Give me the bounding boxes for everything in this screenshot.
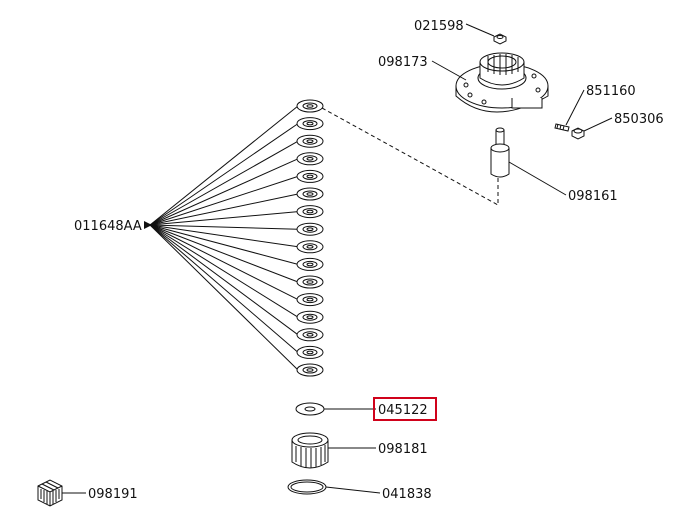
leader-line [149,193,299,226]
washer-011648AA[interactable] [296,310,324,324]
highlight-box-045122 [373,397,437,421]
leader-line [149,224,299,336]
leader-line [149,224,299,230]
leader-850306 [583,117,613,132]
leader-021598 [465,23,495,37]
washer-011648AA[interactable] [296,257,324,271]
washer-045122[interactable] [295,402,325,416]
leader-line [149,211,299,226]
leader-line [149,175,299,226]
washer-011648AA[interactable] [296,187,324,201]
washer-stack [296,99,324,377]
label-850306[interactable]: 850306 [614,112,664,127]
label-045122[interactable]: 045122 [378,403,428,418]
washer-011648AA[interactable] [296,275,324,289]
washer-011648AA[interactable] [296,99,324,113]
shaft-098161[interactable] [490,127,510,178]
nut-021598[interactable] [493,33,507,45]
washer-011648AA[interactable] [296,205,324,219]
washer-011648AA[interactable] [296,152,324,166]
leader-line [149,158,299,226]
leader-098161 [508,161,567,196]
label-098191[interactable]: 098191 [88,487,138,502]
leader-line [149,224,299,318]
leader-line [149,105,299,226]
o-ring-041838[interactable] [287,479,327,495]
washer-011648AA[interactable] [296,222,324,236]
screw-851160[interactable] [554,123,570,132]
leader-041838 [325,486,381,494]
washer-011648AA[interactable] [296,328,324,342]
washer-011648AA[interactable] [296,293,324,307]
label-098161[interactable]: 098161 [568,189,618,204]
leader-fan-011648AA [144,105,299,371]
flange-098173[interactable] [455,52,549,113]
label-098181[interactable]: 098181 [378,442,428,457]
label-021598[interactable]: 021598 [414,19,464,34]
label-011648AA[interactable]: 011648AA [74,219,142,234]
washer-011648AA[interactable] [296,117,324,131]
screw-850306[interactable] [571,127,585,140]
label-098173[interactable]: 098173 [378,55,428,70]
washer-011648AA[interactable] [296,134,324,148]
leader-line [149,224,299,265]
leader-line [149,123,299,226]
leader-line [149,224,299,283]
washer-011648AA[interactable] [296,345,324,359]
leader-line [149,224,299,248]
leader-851160 [565,89,585,126]
label-851160[interactable]: 851160 [586,84,636,99]
leader-line [149,224,299,371]
leader-line [149,224,299,301]
washer-011648AA[interactable] [296,240,324,254]
washer-011648AA[interactable] [296,363,324,377]
leader-line [149,140,299,226]
nut-098181[interactable] [291,432,329,469]
leader-098173 [431,60,467,81]
washer-011648AA[interactable] [296,169,324,183]
label-041838[interactable]: 041838 [382,487,432,502]
cube-098191[interactable] [37,479,63,507]
leader-origin-marker [144,221,152,229]
leader-line [149,224,299,353]
guide-dashed-line [321,107,499,206]
